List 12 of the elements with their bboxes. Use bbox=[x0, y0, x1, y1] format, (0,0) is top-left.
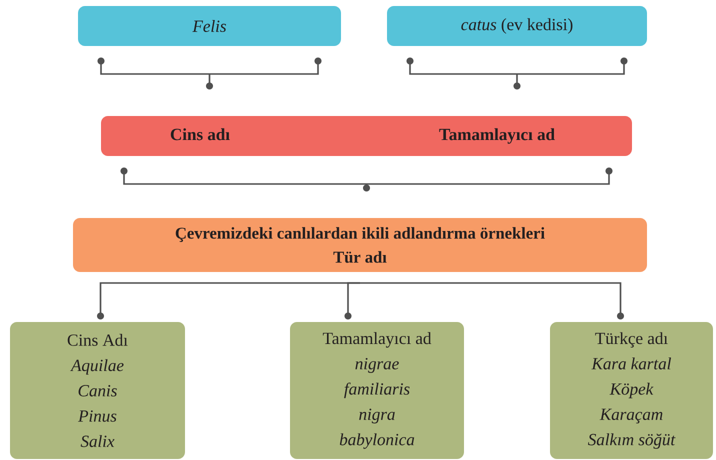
bracket-connector bbox=[360, 282, 624, 320]
example-box: Tamamlayıcı ad nigrae familiaris nigra babylonica bbox=[290, 322, 464, 459]
example-box: Türkçe adı Kara kartal Köpek Karaçam Salkım söğüt bbox=[550, 322, 713, 459]
bracket-connector bbox=[98, 58, 322, 90]
name-box: Felis bbox=[78, 6, 341, 46]
example-box: Cins Adı Aquilae Canis Pinus Salix bbox=[10, 322, 185, 459]
bracket-connector bbox=[344, 282, 360, 320]
name-part-box: Cins adı Tamamlayıcı ad bbox=[101, 116, 632, 156]
name-box: catus (ev kedisi) bbox=[387, 6, 647, 46]
bracket-connector bbox=[406, 58, 628, 90]
bracket-connector bbox=[120, 168, 612, 192]
heading-box: Çevremizdeki canlılardan ikili adlandırma örnekleri Tür adı bbox=[73, 218, 647, 272]
